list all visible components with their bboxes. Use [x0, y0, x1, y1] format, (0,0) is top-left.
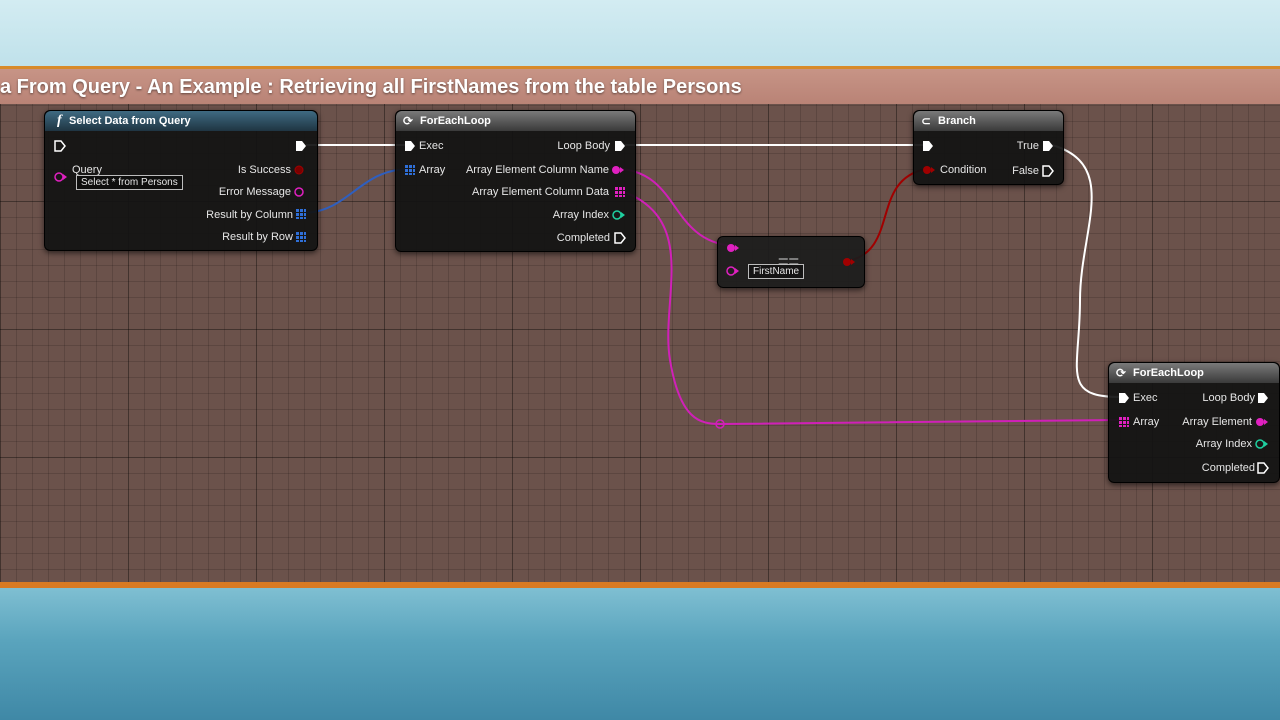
exec-out-pin[interactable]: [295, 140, 307, 152]
compare-value-input[interactable]: FirstName: [748, 264, 805, 279]
branch-node[interactable]: ⊂ Branch Condition True False: [913, 110, 1064, 185]
result-by-column-pin[interactable]: [296, 209, 306, 219]
query-pin[interactable]: [54, 172, 68, 182]
node-header: ⟳ ForEachLoop: [1109, 363, 1279, 383]
result-by-row-label: Result by Row: [222, 231, 293, 243]
comment-header[interactable]: [0, 69, 1280, 104]
equal-compare-node[interactable]: == FirstName: [717, 236, 865, 288]
loop-body-pin[interactable]: [1257, 392, 1269, 404]
loop-body-pin[interactable]: [614, 140, 626, 152]
branch-icon: ⊂: [921, 114, 932, 128]
column-name-pin[interactable]: [611, 165, 625, 175]
true-pin[interactable]: [1042, 140, 1054, 152]
query-label: Query: [72, 164, 102, 176]
foreach-loop-node-1[interactable]: ⟳ ForEachLoop Exec Array Loop Body Array…: [395, 110, 636, 252]
completed-label: Completed: [556, 232, 610, 244]
array-index-pin[interactable]: [612, 210, 626, 220]
equal-symbol: ==: [778, 252, 800, 272]
array-index-pin[interactable]: [1255, 439, 1269, 449]
column-data-pin[interactable]: [615, 187, 625, 197]
condition-pin[interactable]: [922, 165, 936, 175]
condition-label: Condition: [940, 164, 987, 176]
canvas-background-top: [0, 0, 1280, 68]
loop-icon: ⟳: [403, 114, 414, 128]
is-success-pin[interactable]: [294, 165, 304, 175]
node-title: ForEachLoop: [420, 115, 491, 127]
node-title: ForEachLoop: [1133, 367, 1204, 379]
false-label: False: [1012, 165, 1039, 177]
compare-a-pin[interactable]: [726, 243, 740, 253]
loop-body-label: Loop Body: [1202, 392, 1255, 404]
array-element-pin[interactable]: [1255, 417, 1269, 427]
is-success-label: Is Success: [237, 164, 291, 176]
array-pin[interactable]: [405, 165, 415, 175]
completed-label: Completed: [1201, 462, 1255, 474]
comment-title: a From Query - An Example : Retrieving a…: [0, 76, 742, 98]
exec-in-pin[interactable]: [922, 140, 934, 152]
completed-pin[interactable]: [1257, 462, 1269, 474]
array-index-label: Array Index: [1195, 438, 1252, 450]
compare-b-pin[interactable]: [726, 266, 740, 276]
node-header: ⟳ ForEachLoop: [396, 111, 635, 131]
function-icon: f: [57, 113, 62, 128]
canvas-background-bottom: [0, 588, 1280, 720]
array-index-label: Array Index: [552, 209, 609, 221]
result-by-row-pin[interactable]: [296, 232, 306, 242]
node-header: ⊂ Branch: [914, 111, 1063, 131]
true-label: True: [1016, 140, 1039, 152]
exec-in-pin[interactable]: [404, 140, 416, 152]
exec-label: Exec: [419, 140, 444, 152]
array-pin[interactable]: [1119, 417, 1129, 427]
false-pin[interactable]: [1042, 165, 1054, 177]
loop-body-label: Loop Body: [557, 140, 610, 152]
completed-pin[interactable]: [614, 232, 626, 244]
exec-in-pin[interactable]: [54, 140, 66, 152]
loop-icon: ⟳: [1116, 366, 1127, 380]
node-title: Select Data from Query: [69, 115, 191, 127]
foreach-loop-node-2[interactable]: ⟳ ForEachLoop Exec Array Loop Body Array…: [1108, 362, 1280, 483]
array-label: Array: [1133, 416, 1160, 428]
query-input[interactable]: Select * from Persons: [76, 175, 183, 190]
node-title: Branch: [938, 115, 976, 127]
result-by-column-label: Result by Column: [206, 209, 293, 221]
column-name-label: Array Element Column Name: [465, 164, 609, 176]
column-data-label: Array Element Column Data: [472, 186, 609, 198]
error-message-label: Error Message: [218, 186, 291, 198]
array-element-label: Array Element: [1182, 416, 1252, 428]
node-header: f Select Data from Query: [45, 111, 317, 131]
error-message-pin[interactable]: [294, 187, 304, 197]
array-label: Array: [419, 164, 446, 176]
exec-in-pin[interactable]: [1118, 392, 1130, 404]
compare-result-pin[interactable]: [842, 257, 856, 267]
select-data-from-query-node[interactable]: f Select Data from Query Query Select * …: [44, 110, 318, 251]
exec-label: Exec: [1133, 392, 1158, 404]
